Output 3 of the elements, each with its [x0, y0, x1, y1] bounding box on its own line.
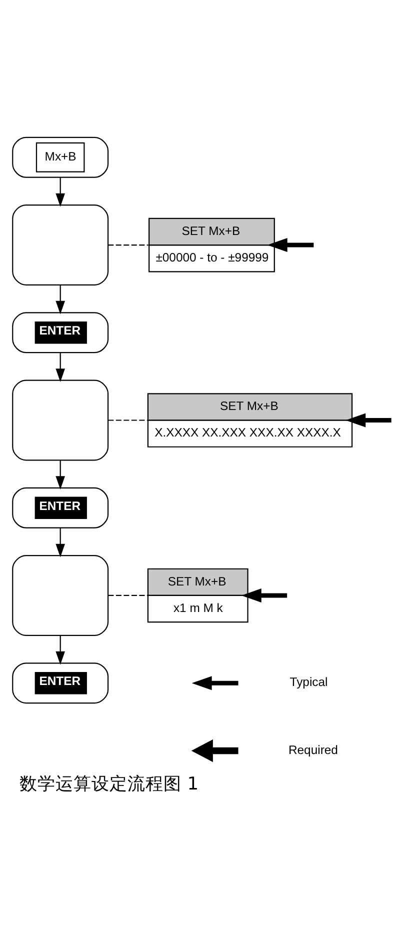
caption: 数学运算设定流程图 1	[20, 774, 199, 794]
legend-label: Typical	[290, 675, 328, 690]
legend-label: Required	[288, 742, 338, 757]
